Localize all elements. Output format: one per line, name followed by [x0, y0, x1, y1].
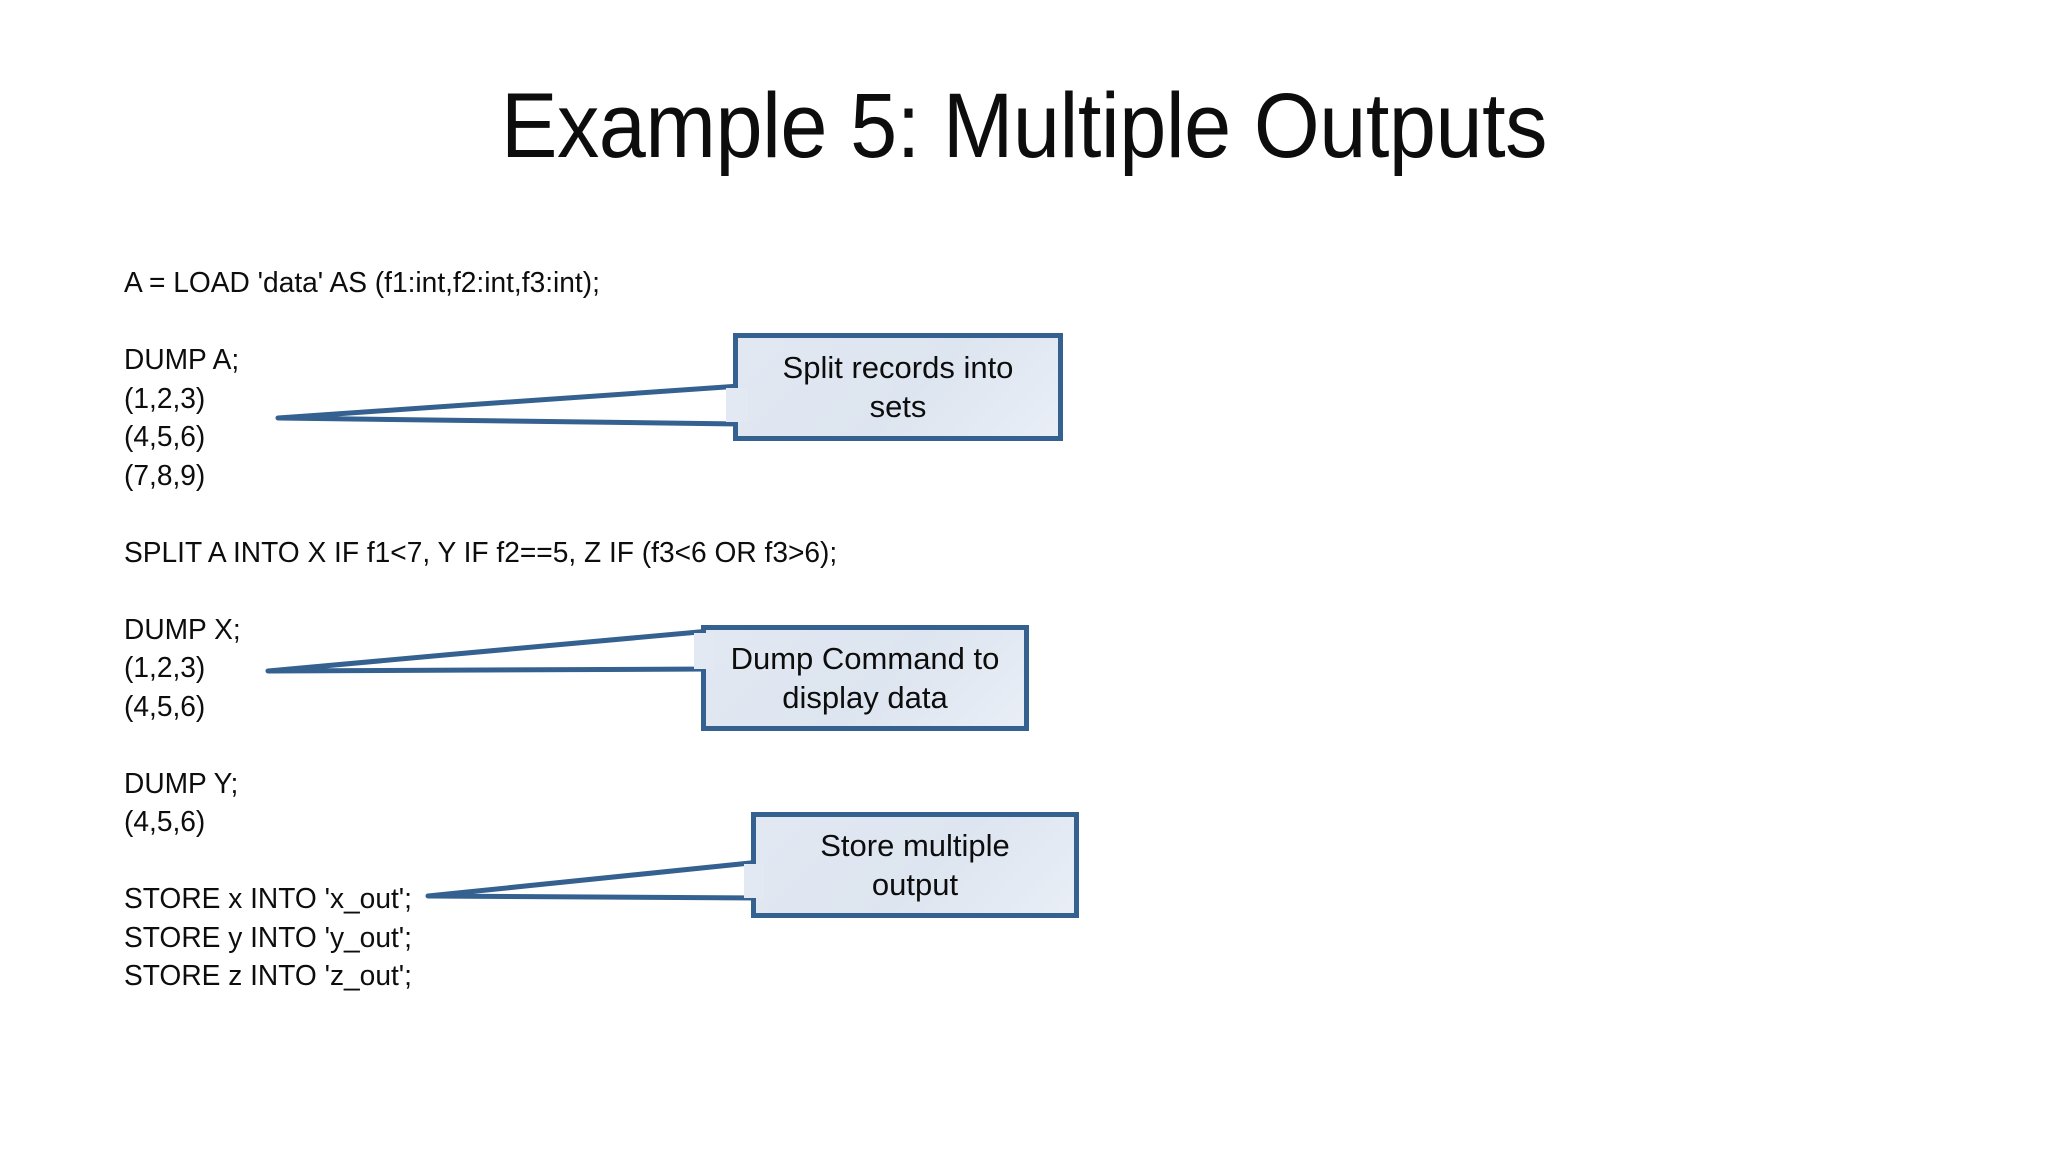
- code-listing: A = LOAD 'data' AS (f1:int,f2:int,f3:int…: [124, 264, 997, 996]
- callout-tail-store-multiple: [425, 859, 763, 901]
- code-line: (7,8,9): [124, 459, 206, 492]
- code-line: STORE y INTO 'y_out';: [124, 921, 412, 954]
- code-line: STORE z INTO 'z_out';: [124, 960, 412, 992]
- code-line: STORE x INTO 'x_out';: [124, 883, 412, 915]
- callout-tail-dump-command: [265, 628, 713, 674]
- code-line: DUMP Y;: [124, 767, 239, 800]
- callout-tail-split-records: [275, 383, 743, 427]
- callout-line-1: Dump Command to: [730, 640, 1000, 676]
- page-title: Example 5: Multiple Outputs: [500, 75, 1548, 177]
- callout-line-2: display data: [782, 680, 948, 715]
- callout-tail-joint-store-multiple: [744, 864, 764, 898]
- code-line: (4,5,6): [124, 806, 206, 838]
- callout-dump-command: Dump Command to display data: [701, 625, 1029, 731]
- code-line: DUMP A;: [124, 344, 240, 376]
- code-line: (4,5,6): [124, 421, 206, 453]
- callout-tail-joint-dump-command: [694, 633, 714, 669]
- code-line: (1,2,3): [124, 652, 206, 684]
- code-line: A = LOAD 'data' AS (f1:int,f2:int,f3:int…: [124, 267, 600, 299]
- callout-store-multiple: Store multiple output: [751, 812, 1079, 918]
- code-line: (1,2,3): [124, 382, 206, 415]
- callout-split-records: Split records into sets: [733, 333, 1063, 441]
- code-line-blank: [124, 572, 997, 611]
- code-line: (4,5,6): [124, 690, 206, 723]
- code-line: SPLIT A INTO X IF f1<7, Y IF f2==5, Z IF…: [124, 536, 838, 569]
- callout-line-1: Split records into: [782, 349, 1014, 385]
- code-line: DUMP X;: [124, 613, 241, 646]
- code-line-blank: [124, 495, 997, 534]
- callout-tail-joint-split-records: [726, 388, 748, 422]
- callout-line-2: sets: [869, 389, 927, 424]
- callout-line-2: output: [871, 867, 959, 902]
- code-line-blank: [124, 726, 997, 765]
- callout-line-1: Store multiple: [820, 827, 1010, 863]
